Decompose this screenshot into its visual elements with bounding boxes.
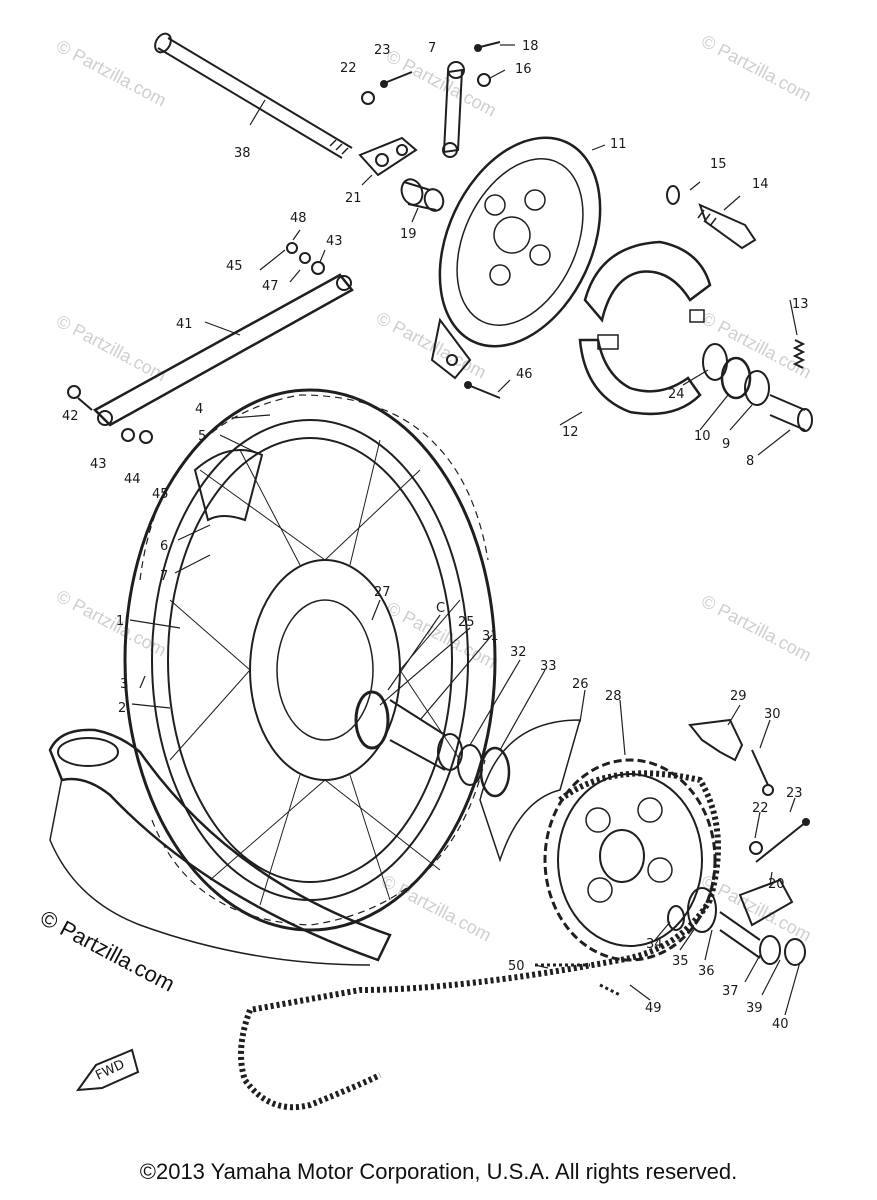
callout-37: 37 [722, 984, 739, 999]
callout-43-lower: 43 [90, 457, 107, 472]
callout-36: 36 [698, 964, 715, 979]
callout-18: 18 [522, 39, 539, 54]
callout-24: 24 [668, 387, 685, 402]
callout-47: 47 [262, 279, 279, 294]
callout-48: 48 [290, 211, 307, 226]
callout-17: 7 [428, 41, 436, 56]
callout-3: 3 [120, 677, 128, 692]
callout-46: 46 [516, 367, 533, 382]
callout-20: 20 [768, 877, 785, 892]
callout-49: 49 [645, 1001, 662, 1016]
callout-26: 26 [572, 677, 589, 692]
callout-4: 4 [195, 402, 203, 417]
callout-30: 30 [764, 707, 781, 722]
callout-41: 41 [176, 317, 193, 332]
watermark-text: © Partzilla.com [698, 31, 814, 106]
callout-21: 21 [345, 191, 362, 206]
callout-42: 42 [62, 409, 79, 424]
rim-band [193, 449, 264, 522]
torque-arm [67, 242, 501, 444]
callout-11: 11 [610, 137, 627, 152]
callout-6: 6 [160, 539, 168, 554]
callout-28: 28 [605, 689, 622, 704]
shoe-spring [792, 339, 806, 369]
callout-10: 10 [694, 429, 711, 444]
callout-45-lower: 45 [152, 487, 169, 502]
callout-35: 35 [672, 954, 689, 969]
callout-12: 12 [562, 425, 579, 440]
brake-shoes [578, 240, 712, 416]
chain-adjuster-left [358, 136, 418, 177]
callout-50: 50 [508, 959, 525, 974]
callout-5: 5 [198, 429, 206, 444]
hub-bearing-stack [702, 343, 813, 432]
callout-32: 32 [510, 645, 527, 660]
callout-22-top: 22 [340, 61, 357, 76]
callout-29: 29 [730, 689, 747, 704]
callout-38: 38 [234, 146, 251, 161]
callout-16: 16 [515, 62, 532, 77]
callout-39: 39 [746, 1001, 763, 1016]
watermark-text: © Partzilla.com [53, 311, 169, 386]
brake-shoe-plate [430, 136, 602, 380]
leader-lines [129, 44, 801, 1016]
callout-34: 34 [646, 937, 663, 952]
callout-2: 2 [118, 701, 126, 716]
callout-19: 19 [400, 227, 417, 242]
callout-44: 44 [124, 472, 141, 487]
callout-43-upper: 43 [326, 234, 343, 249]
rear-axle [154, 32, 353, 159]
tension-bar [442, 61, 465, 158]
sprocket-hub-disc [479, 719, 581, 863]
callout-1: 1 [116, 614, 124, 629]
callout-31: 31 [482, 629, 499, 644]
callout-40: 40 [772, 1017, 789, 1032]
rear-wheel [123, 388, 497, 932]
callout-23-top: 23 [374, 43, 391, 58]
callout-14: 14 [752, 177, 769, 192]
callout-22-right: 22 [752, 801, 769, 816]
watermark-text: © Partzilla.com [383, 46, 499, 121]
callout-8: 8 [746, 454, 754, 469]
axle-collar [400, 178, 445, 212]
right-axle-hardware [667, 818, 810, 966]
watermark-text: © Partzilla.com [698, 591, 814, 666]
callout-9: 9 [722, 437, 730, 452]
copyright-notice: ©2013 Yamaha Motor Corporation, U.S.A. A… [139, 1159, 738, 1184]
forward-arrow: FWD [75, 1048, 140, 1092]
brake-camshaft [666, 185, 757, 250]
callout-C: C [436, 601, 445, 616]
watermark-text: © Partzilla.com [53, 36, 169, 111]
callout-27: 27 [374, 585, 391, 600]
callout-33: 33 [540, 659, 557, 674]
watermark-text: © Partzilla.com [373, 308, 489, 383]
callout-23-right: 23 [786, 786, 803, 801]
callout-13: 13 [792, 297, 809, 312]
part-callouts: 1 2 3 4 5 6 7 8 9 10 11 12 13 14 15 16 7… [62, 39, 809, 1032]
watermark-text: © Partzilla.com [378, 871, 494, 946]
tire-section [48, 728, 392, 966]
drive-chain [238, 770, 721, 1111]
bolts-top [361, 41, 501, 105]
callout-45-upper: 45 [226, 259, 243, 274]
sprocket-lock-plate [688, 718, 774, 796]
callout-15: 15 [710, 157, 727, 172]
callout-25: 25 [458, 615, 475, 630]
callout-7: 7 [160, 569, 168, 584]
